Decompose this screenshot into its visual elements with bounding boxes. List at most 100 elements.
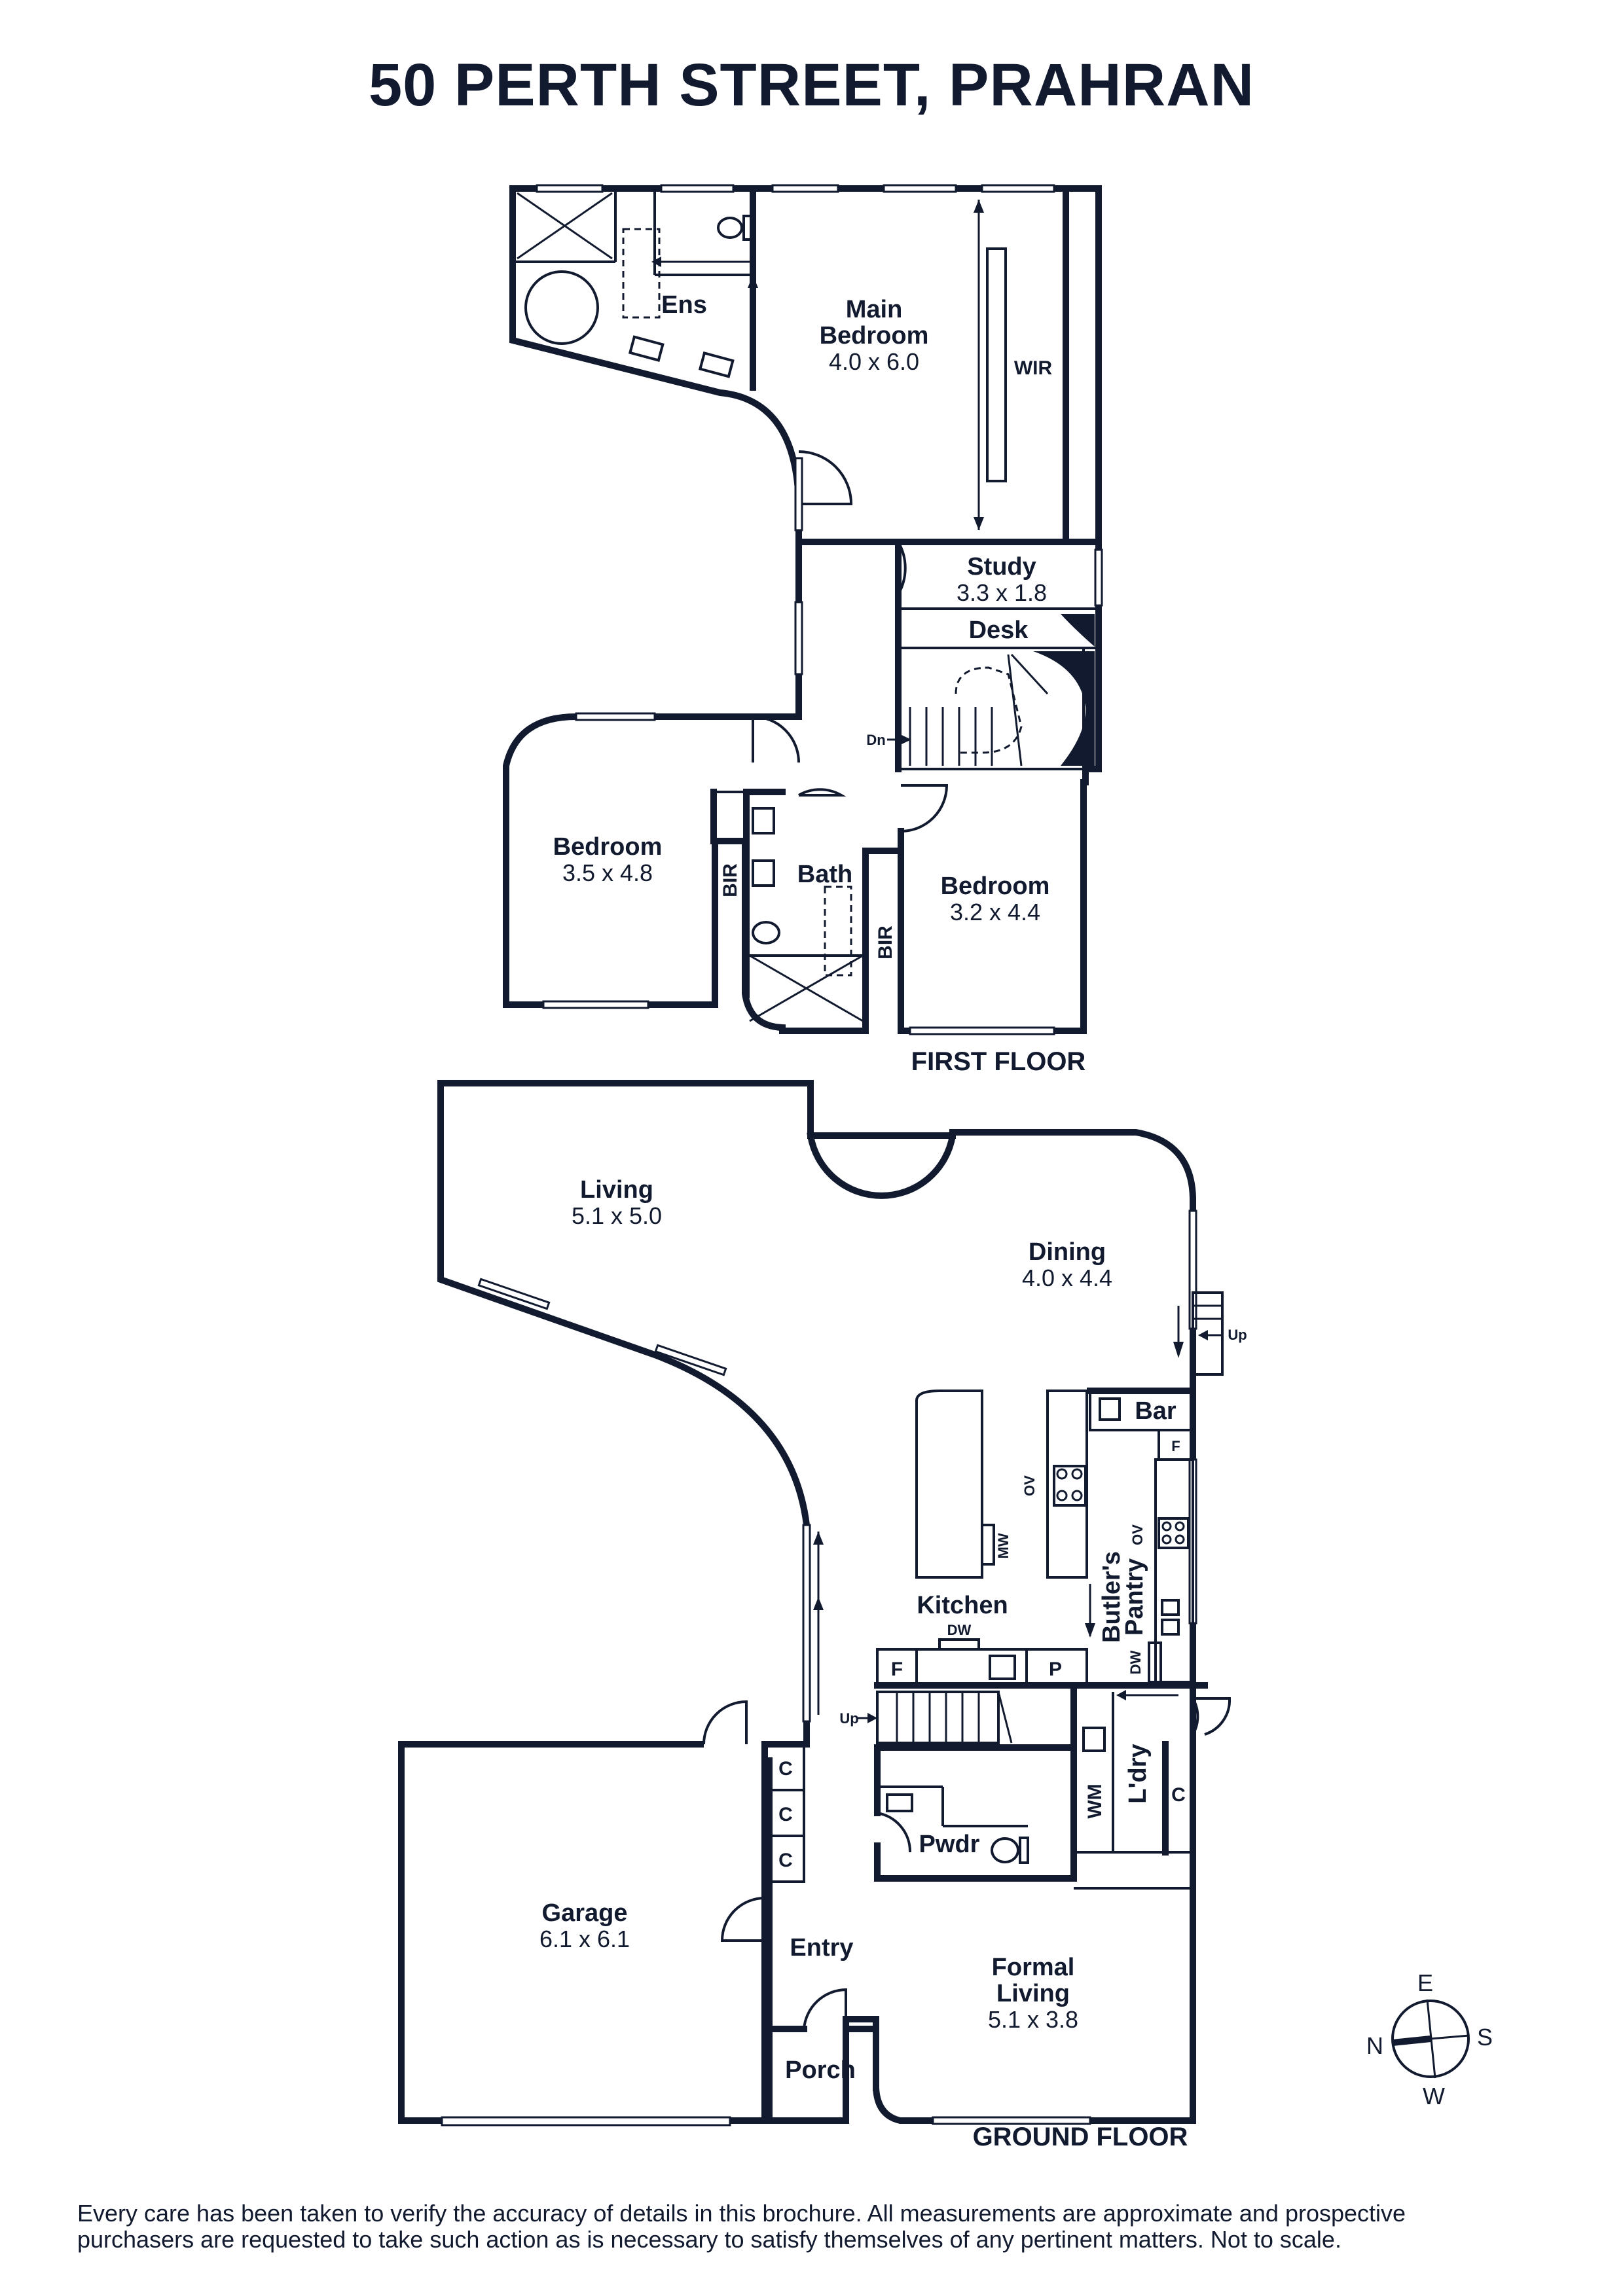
slider-arrow-1 (813, 1532, 824, 1545)
stair-tread-7 (1007, 654, 1023, 766)
ens-cistern (742, 215, 753, 241)
ground-stair-frame (876, 1691, 1000, 1744)
formal-window (932, 2116, 1091, 2125)
bath-toilet (752, 921, 780, 944)
label-c3: C (778, 1850, 793, 1871)
desk-corner-fill (1061, 614, 1095, 647)
label-up-deck: Up (1228, 1327, 1247, 1343)
pantry-burner-2 (1175, 1521, 1185, 1532)
ldry-sink (1082, 1727, 1106, 1752)
label-ov-pantry: OV (1129, 1524, 1146, 1545)
label-butlers-1: Butler's (1098, 1551, 1125, 1643)
pantry-door-arrow-head (1085, 1623, 1095, 1638)
gstair-tread-7 (997, 1691, 1013, 1744)
pwdr-door (877, 1812, 912, 1853)
first-window-4 (883, 184, 957, 193)
label-wm: WM (1084, 1784, 1106, 1818)
gstair-up-arrow-head (867, 1713, 877, 1723)
first-floor (503, 184, 1103, 1035)
label-entry: Entry (790, 1934, 853, 1962)
garage-living-door (702, 1700, 748, 1745)
stair-dashed-arc (955, 666, 1023, 754)
first-window-2 (660, 184, 735, 193)
label-formal-2: Living (996, 1980, 1070, 2007)
label-garage-dims: 6.1 x 6.1 (539, 1926, 630, 1952)
label-dw-pantry: DW (1127, 1650, 1144, 1674)
label-bedroom-a: Bedroom (553, 833, 663, 861)
label-dw-kitchen: DW (947, 1622, 972, 1638)
label-first-floor: FIRST FLOOR (911, 1047, 1086, 1076)
porch-door (803, 1988, 847, 2030)
bath-shower-2 (749, 954, 864, 1022)
label-pwdr: Pwdr (919, 1831, 980, 1858)
label-f-pantry: F (1171, 1438, 1180, 1454)
label-main-bedroom-1: Main (846, 296, 903, 323)
label-living: Living (580, 1176, 653, 1204)
label-ldry: L'dry (1124, 1744, 1152, 1803)
label-main-bedroom-dims: 4.0 x 6.0 (829, 348, 919, 375)
living-window-1 (477, 1278, 551, 1310)
pantry-burner-1 (1161, 1521, 1172, 1532)
ground-floor (398, 1080, 1231, 2126)
pantry-sink-1 (1161, 1599, 1180, 1616)
bath-basin-2 (752, 859, 775, 887)
label-c-ldry: C (1171, 1784, 1186, 1806)
bar-counter (1089, 1390, 1194, 1431)
label-ov-kitchen: OV (1021, 1475, 1038, 1496)
pantry-burner-4 (1175, 1534, 1185, 1545)
wir-arrow-bottom (974, 517, 984, 530)
label-p-kitchen: P (1049, 1659, 1062, 1680)
label-desk: Desk (969, 617, 1029, 644)
compass-needle-north (1392, 2036, 1431, 2046)
pantry-burner-3 (1161, 1534, 1172, 1545)
pwdr-toilet (991, 1837, 1019, 1863)
bath-basin-1 (752, 807, 775, 834)
pwdr-walls (874, 1744, 1077, 1882)
label-f-kitchen: F (891, 1659, 903, 1680)
label-garage: Garage (542, 1899, 628, 1927)
compass-s: S (1477, 2024, 1493, 2051)
label-formal-1: Formal (992, 1954, 1075, 1981)
label-ens: Ens (661, 291, 707, 319)
disclaimer-line-1: Every care has been taken to verify the … (77, 2200, 1406, 2227)
bed-a-window-south (542, 1000, 649, 1009)
ens-bath-tub (524, 270, 599, 345)
living-window-2 (654, 1344, 727, 1376)
first-floor-outer-wall (503, 185, 1102, 1034)
wir-shelf (986, 247, 1007, 482)
study-door (897, 541, 907, 595)
bar-sink (1099, 1397, 1121, 1421)
compass-w: W (1423, 2083, 1445, 2109)
label-dn: Dn (866, 732, 885, 748)
first-window-3 (771, 184, 839, 193)
bath-dashed-fixture (824, 886, 852, 977)
corridor-window-2 (794, 601, 803, 675)
compass-line-ns-light (1430, 2034, 1470, 2040)
dining-door-arrow-head (1173, 1342, 1184, 1358)
wir-arrow-top (974, 200, 984, 213)
porch-walls (766, 2026, 879, 2124)
ens-shower-cross-2 (517, 192, 613, 260)
ens-arrow-head-up (748, 275, 758, 288)
label-study: Study (967, 553, 1036, 581)
label-bedroom-a-dims: 3.5 x 4.8 (562, 859, 653, 886)
pwdr-cistern (1019, 1837, 1029, 1864)
study-window (1094, 548, 1103, 607)
label-c1: C (778, 1758, 793, 1780)
label-bedroom-b: Bedroom (941, 872, 1050, 900)
pantry-sink-2 (1161, 1619, 1180, 1636)
plan-title: 50 PERTH STREET, PRAHRAN (368, 52, 1255, 118)
kitchen-island (915, 1390, 983, 1579)
label-butlers-2: Pantry (1121, 1558, 1148, 1636)
ens-toilet (717, 217, 743, 239)
label-porch: Porch (785, 2056, 856, 2084)
kitchen-sink (989, 1655, 1016, 1680)
label-up-stairs: Up (839, 1710, 858, 1727)
ldry-door-arrow-head (1116, 1690, 1126, 1700)
stair-curve (1033, 651, 1095, 766)
ldry-door (1192, 1697, 1231, 1740)
kitchen-cooktop (1053, 1465, 1087, 1507)
bath-door (798, 788, 847, 797)
pantry-cooktop (1158, 1517, 1190, 1549)
